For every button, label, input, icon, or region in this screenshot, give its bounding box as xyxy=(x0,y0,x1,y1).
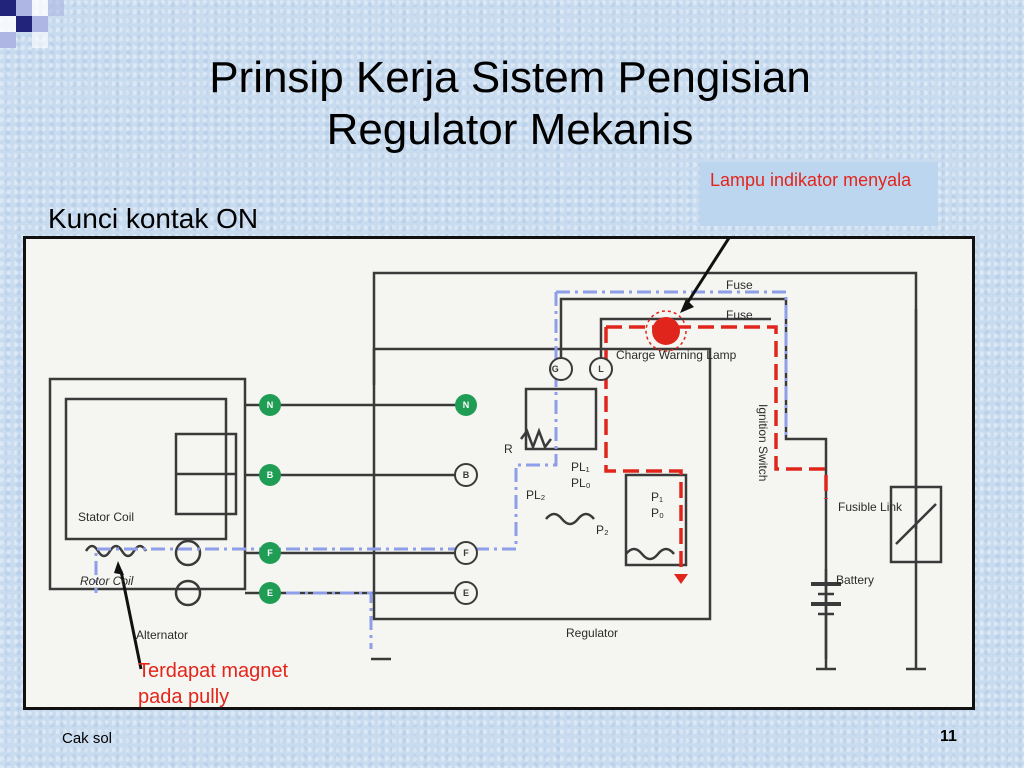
label-p2: P₂ xyxy=(596,523,609,537)
label-fusible-link: Fusible Link xyxy=(838,500,903,514)
page-number: 11 xyxy=(940,728,957,745)
label-term-l: L xyxy=(598,364,604,374)
label-alt-n: N xyxy=(267,400,274,410)
label-alt-f: F xyxy=(267,548,273,558)
label-reg-b: B xyxy=(463,470,470,480)
label-alt-e: E xyxy=(267,588,273,598)
label-p0: P₀ xyxy=(651,506,664,520)
label-resistor: R xyxy=(504,442,513,456)
callout-lamp-indicator: Lampu indikator menyala xyxy=(700,162,938,226)
top-wire xyxy=(372,271,918,529)
callout-magnet-pulley: Terdapat magnet pada pully xyxy=(138,660,289,708)
label-reg-f: F xyxy=(463,548,469,558)
label-pl0: PL₀ xyxy=(571,476,591,490)
label-stator-coil: Stator Coil xyxy=(78,510,134,524)
alternator-box xyxy=(48,377,247,591)
corner-decoration xyxy=(0,0,64,48)
circuit-svg: Fuse Fuse Charge Warning Lamp Ignition S… xyxy=(48,226,943,671)
footer-author: Cak sol xyxy=(62,730,113,747)
charge-lamp-icon xyxy=(652,317,680,345)
label-rotor-coil: Rotor Coil xyxy=(80,574,134,588)
charging-circuit-diagram: Fuse Fuse Charge Warning Lamp Ignition S… xyxy=(23,226,975,710)
label-fuse-2: Fuse xyxy=(726,308,753,322)
slide-title: Prinsip Kerja Sistem Pengisian Regulator… xyxy=(140,52,880,156)
label-term-ig: IG xyxy=(549,364,559,374)
label-alternator: Alternator xyxy=(136,628,188,642)
slide-subtitle: Kunci kontak ON xyxy=(48,203,259,234)
slide-title-line1: Prinsip Kerja Sistem Pengisian xyxy=(209,53,811,102)
label-p1: P₁ xyxy=(651,490,663,504)
label-pl1: PL₁ xyxy=(571,460,590,474)
label-charge-lamp: Charge Warning Lamp xyxy=(616,348,737,362)
slide-title-line2: Regulator Mekanis xyxy=(326,105,694,154)
label-reg-e: E xyxy=(463,588,469,598)
label-battery: Battery xyxy=(836,573,874,587)
label-ignition-switch: Ignition Switch xyxy=(756,404,770,481)
regulator-box xyxy=(372,347,712,621)
label-reg-n: N xyxy=(463,400,470,410)
label-alt-b: B xyxy=(267,470,274,480)
label-regulator: Regulator xyxy=(566,626,618,640)
label-fuse-1: Fuse xyxy=(726,278,753,292)
stator-box xyxy=(64,397,228,541)
label-pl2: PL₂ xyxy=(526,488,546,502)
